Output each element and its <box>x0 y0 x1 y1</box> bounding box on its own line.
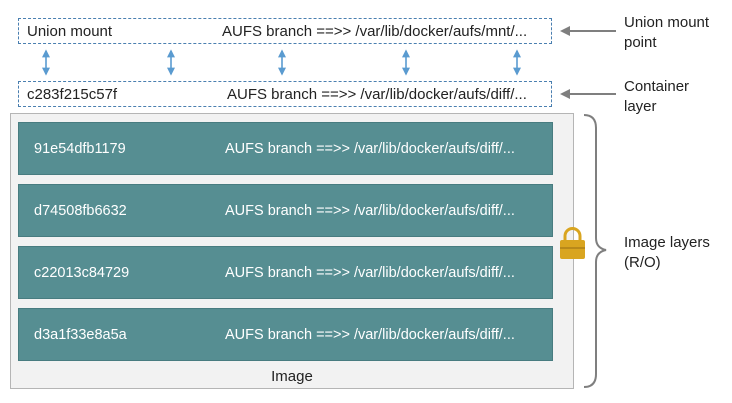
image-layer: c22013c84729 AUFS branch ==>> /var/lib/d… <box>18 246 553 299</box>
union-mount-box: Union mount AUFS branch ==>> /var/lib/do… <box>18 18 552 44</box>
layer-id: d74508fb6632 <box>34 202 127 219</box>
container-layer-path: AUFS branch ==>> /var/lib/docker/aufs/di… <box>227 85 527 103</box>
image-layer: 91e54dfb1179 AUFS branch ==>> /var/lib/d… <box>18 122 553 175</box>
union-mount-title: Union mount <box>27 22 113 40</box>
union-mount-point-label: Union mount point <box>624 13 709 53</box>
right-brace-icon <box>583 114 607 388</box>
lock-icon <box>560 227 585 259</box>
container-layer-label-line1: Container <box>624 78 690 95</box>
layer-path: AUFS branch ==>> /var/lib/docker/aufs/di… <box>225 264 515 281</box>
image-layer: d3a1f33e8a5a AUFS branch ==>> /var/lib/d… <box>18 308 553 361</box>
layer-id: 91e54dfb1179 <box>34 140 126 157</box>
union-mount-path: AUFS branch ==>> /var/lib/docker/aufs/mn… <box>222 22 528 40</box>
image-layers-label: Image layers (R/O) <box>624 233 710 273</box>
layer-id: c22013c84729 <box>34 264 130 281</box>
layer-path: AUFS branch ==>> /var/lib/docker/aufs/di… <box>225 326 515 343</box>
union-mount-point-label-line1: Union mount <box>624 14 710 31</box>
image-layer: d74508fb6632 AUFS branch ==>> /var/lib/d… <box>18 184 553 237</box>
container-layer-id: c283f215c57f <box>27 85 118 103</box>
container-layer-label: Container layer <box>624 77 689 117</box>
layer-id: d3a1f33e8a5a <box>34 326 127 343</box>
container-layer-label-line2: layer <box>624 98 657 115</box>
image-label: Image <box>271 368 313 385</box>
image-layers-label-line1: Image layers <box>624 234 710 251</box>
image-layers-label-line2: (R/O) <box>624 254 661 271</box>
layer-path: AUFS branch ==>> /var/lib/docker/aufs/di… <box>225 140 515 157</box>
container-layer-box: c283f215c57f AUFS branch ==>> /var/lib/d… <box>18 81 552 107</box>
union-mount-point-label-line2: point <box>624 34 657 51</box>
layer-path: AUFS branch ==>> /var/lib/docker/aufs/di… <box>225 202 515 219</box>
